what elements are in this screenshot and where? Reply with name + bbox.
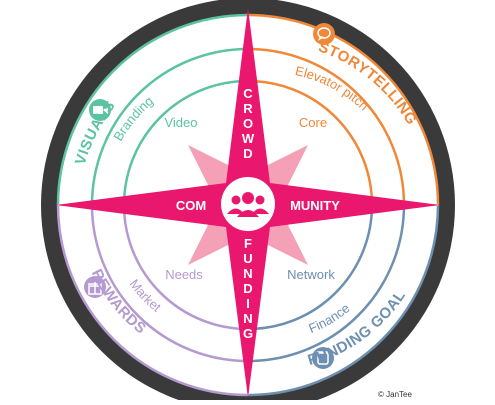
ring-rewards-outer [90,204,249,363]
ring-rewards-inner [122,204,249,331]
center-word-right: MUNITY [290,198,340,213]
ring-storytelling-inner [247,79,374,206]
ring-visuals-outer [90,47,249,206]
video-camera-icon [89,99,111,121]
community-icon [221,177,275,231]
ring-funding-outer [247,204,406,363]
needs-label: Needs [165,267,203,282]
ring-rewards-title [56,204,249,397]
ring-funding-title [247,204,440,397]
ring-visuals-title [56,13,249,206]
chat-bubble-icon [313,23,335,45]
ring-visuals-inner [122,79,249,206]
ring-funding-inner [247,204,374,331]
ring-storytelling-title [247,13,440,206]
core-label: Core [299,115,327,130]
copyright-note: © JanTee [378,390,412,399]
money-jar-icon [312,347,334,369]
network-label: Network [287,267,335,282]
ring-storytelling-outer [247,47,406,206]
center-word-left: COM [176,198,206,213]
video-label: Video [164,115,197,130]
gift-icon [84,276,106,298]
